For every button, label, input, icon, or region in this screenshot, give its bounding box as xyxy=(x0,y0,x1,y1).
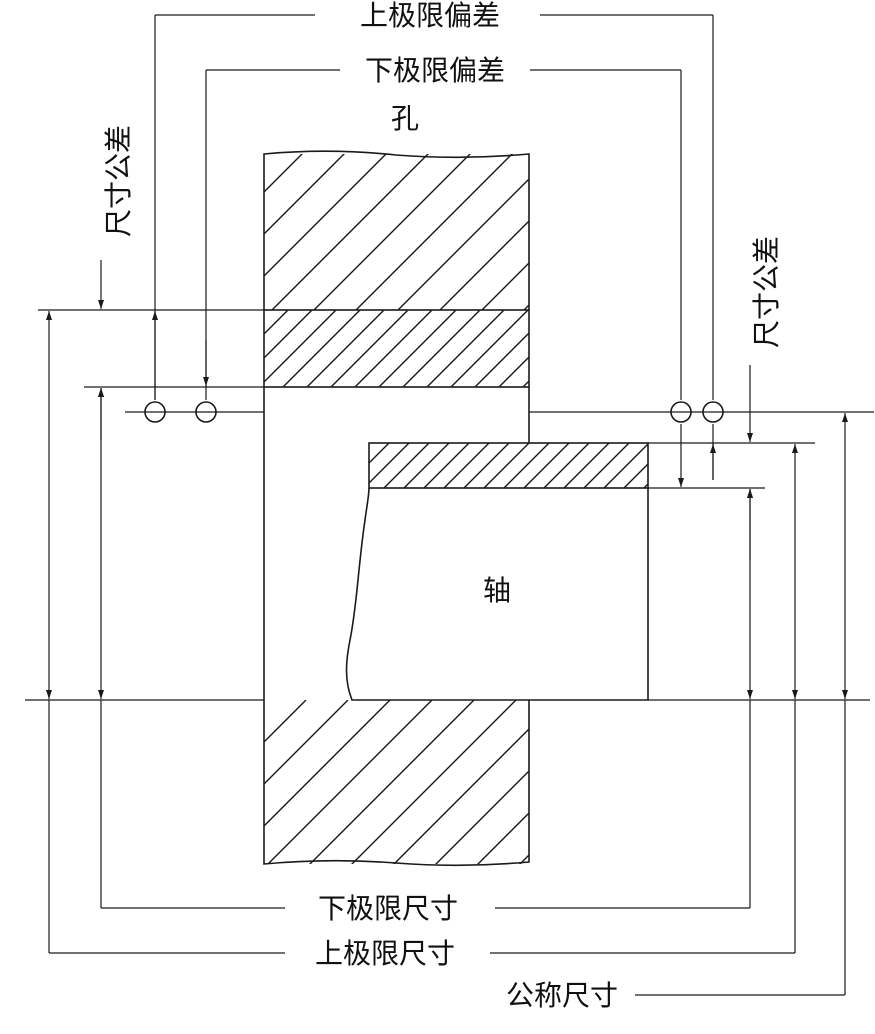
hatch-line xyxy=(595,310,672,387)
hatch-line xyxy=(608,150,768,310)
hole-bottom-section xyxy=(263,700,852,870)
hatch-line xyxy=(369,443,410,484)
hatch-line xyxy=(264,154,387,277)
hatch-line xyxy=(598,700,768,870)
hatch-line xyxy=(503,443,550,488)
hatch-line xyxy=(403,443,450,488)
hatch-line xyxy=(650,150,810,310)
shaft-body xyxy=(345,442,729,701)
hatch-line xyxy=(309,700,475,864)
hatch-line xyxy=(282,310,361,387)
hatch-line xyxy=(264,700,265,701)
lower-deviation-label: 下极限偏差 xyxy=(365,54,505,87)
hatch-line xyxy=(623,463,648,488)
hatch-line xyxy=(264,310,289,335)
hatch-line xyxy=(483,443,530,488)
hatch-line xyxy=(426,310,505,387)
hatch-line xyxy=(423,443,470,488)
hatch-line xyxy=(402,310,481,387)
nominal-size-label: 公称尺寸 xyxy=(506,979,618,1012)
hatch-line xyxy=(264,700,349,785)
hatch-line xyxy=(439,220,529,310)
hole-size-tolerance-label: 尺寸公差 xyxy=(102,125,135,237)
hatch-line xyxy=(547,310,624,387)
hatch-line xyxy=(435,770,529,864)
hatch-line xyxy=(571,310,648,387)
reference-lines xyxy=(25,309,874,701)
lower-limit-size-dim xyxy=(98,388,753,909)
hatch-line xyxy=(355,154,513,310)
hatch-line xyxy=(603,443,648,488)
hatch-line xyxy=(563,443,610,488)
hatch-line xyxy=(306,310,385,387)
hatch-line xyxy=(393,728,529,864)
zero-line-markers xyxy=(144,401,724,423)
hatch-line xyxy=(583,443,630,488)
lower-deviation-leader xyxy=(203,69,684,487)
hatch-line xyxy=(523,443,570,488)
nominal-size-dim xyxy=(635,413,848,996)
hatch-line xyxy=(498,356,529,387)
hatch-line xyxy=(640,700,810,870)
hole-top-section xyxy=(263,150,810,310)
hatch-line xyxy=(477,812,529,864)
hatch-line xyxy=(354,310,433,387)
hatch-line xyxy=(474,332,529,387)
hatch-line xyxy=(264,310,265,311)
hatch-line xyxy=(264,700,391,827)
hatch-line xyxy=(313,154,471,310)
hatch-line xyxy=(264,154,303,193)
hatch-line xyxy=(267,700,433,864)
hatch-line xyxy=(682,700,852,870)
hole-bore xyxy=(263,387,530,700)
hatch-line xyxy=(351,700,517,864)
hatch-line xyxy=(397,178,529,310)
hatch-line xyxy=(264,700,307,743)
hole-label: 孔 xyxy=(391,102,419,135)
hatch-line xyxy=(264,154,345,235)
upper-deviation-label: 上极限偏差 xyxy=(360,0,500,32)
upper-limit-size-label: 上极限尺寸 xyxy=(315,937,455,970)
shaft-label: 轴 xyxy=(483,574,511,607)
hatch-line xyxy=(643,483,648,488)
hole-tolerance-zone xyxy=(263,309,672,388)
hatch-line xyxy=(664,443,709,488)
hatch-line xyxy=(369,443,390,464)
upper-limit-size-dim xyxy=(46,311,798,954)
hatch-line xyxy=(519,854,529,864)
hatch-line xyxy=(264,310,313,359)
hatch-line xyxy=(271,154,429,310)
hatch-line xyxy=(378,310,457,387)
shaft-size-tolerance-label: 尺寸公差 xyxy=(750,236,783,348)
hatch-line xyxy=(556,700,726,870)
hatch-line xyxy=(463,443,510,488)
hatch-line xyxy=(450,310,529,387)
hatch-line xyxy=(264,310,337,383)
upper-deviation-leader xyxy=(152,14,716,480)
hatch-line xyxy=(566,150,726,310)
hatch-line xyxy=(522,380,529,387)
hatch-line xyxy=(443,443,490,488)
hatch-line xyxy=(383,443,430,488)
hatch-line xyxy=(369,443,370,444)
hatch-line xyxy=(684,443,729,488)
hatch-line xyxy=(523,304,529,310)
lower-limit-size-label: 下极限尺寸 xyxy=(318,892,458,925)
hatch-line xyxy=(543,443,590,488)
hatch-line xyxy=(481,262,529,310)
hatch-line xyxy=(330,310,409,387)
